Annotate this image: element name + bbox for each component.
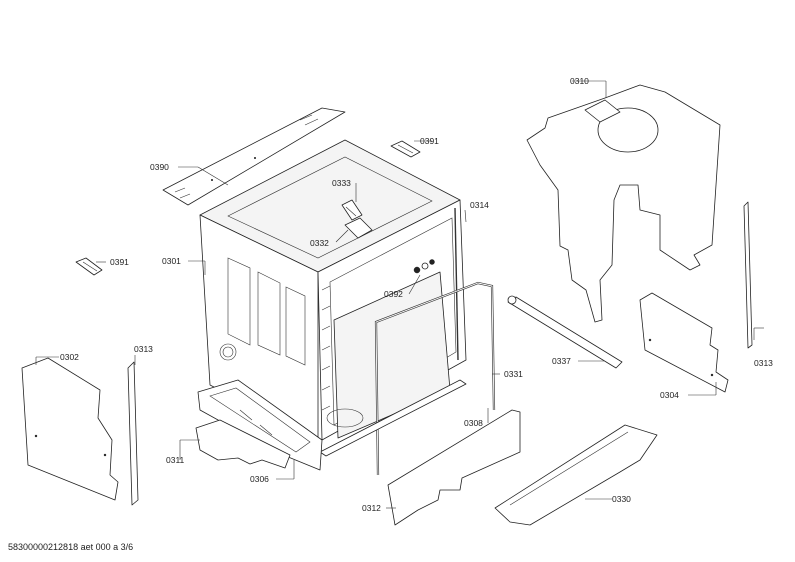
label-0313-right: 0313: [754, 358, 773, 368]
part-0314-door-seal: [454, 207, 459, 361]
part-0392-screw-set: [413, 259, 435, 274]
part-0313-side-strip-right: [743, 201, 753, 349]
part-0330-base-rail: [494, 424, 658, 526]
label-0308: 0308: [464, 418, 483, 428]
part-0391-bracket-left: [75, 257, 103, 276]
label-0313-left: 0313: [134, 344, 153, 354]
label-0312: 0312: [362, 503, 381, 513]
label-0337: 0337: [552, 356, 571, 366]
part-number-labels: 0390 0391 0391 0301 0302 0313 0310 0313 …: [60, 76, 773, 513]
label-0301: 0301: [162, 256, 181, 266]
label-0302: 0302: [60, 352, 79, 362]
part-0391-bracket-top: [390, 140, 421, 158]
label-0306: 0306: [250, 474, 269, 484]
part-0337-pivot-rod: [507, 295, 623, 369]
part-0333-hinge-fitting: [341, 199, 363, 221]
label-0304: 0304: [660, 390, 679, 400]
label-0332: 0332: [310, 238, 329, 248]
leader-lines: [35, 80, 764, 509]
part-0390-top-cover-strip: [162, 107, 346, 206]
label-0391-top: 0391: [420, 136, 439, 146]
document-reference: 58300000212818 aet 000 a 3/6: [8, 542, 134, 552]
part-0306-base-pan: [197, 379, 323, 471]
label-0333: 0333: [332, 178, 351, 188]
label-0331: 0331: [504, 369, 523, 379]
part-0302-side-insulation-panel: [21, 357, 119, 501]
label-0391-left: 0391: [110, 257, 129, 267]
label-0314: 0314: [470, 200, 489, 210]
part-0311-base-side-panel: [195, 419, 291, 469]
part-0332-seal-clip: [344, 217, 373, 239]
part-0313-side-strip-left: [127, 361, 139, 506]
label-0310: 0310: [570, 76, 589, 86]
label-0392: 0392: [384, 289, 403, 299]
part-0304-side-panel-right: [639, 292, 729, 393]
part-0310-insulation-cover: [526, 84, 721, 323]
label-0390: 0390: [150, 162, 169, 172]
part-0308-base-trim: [319, 379, 467, 457]
label-0311: 0311: [166, 455, 185, 465]
part-0312-plinth-panel: [387, 409, 521, 526]
part-0331-u-gasket: [374, 281, 496, 476]
label-0330: 0330: [612, 494, 631, 504]
